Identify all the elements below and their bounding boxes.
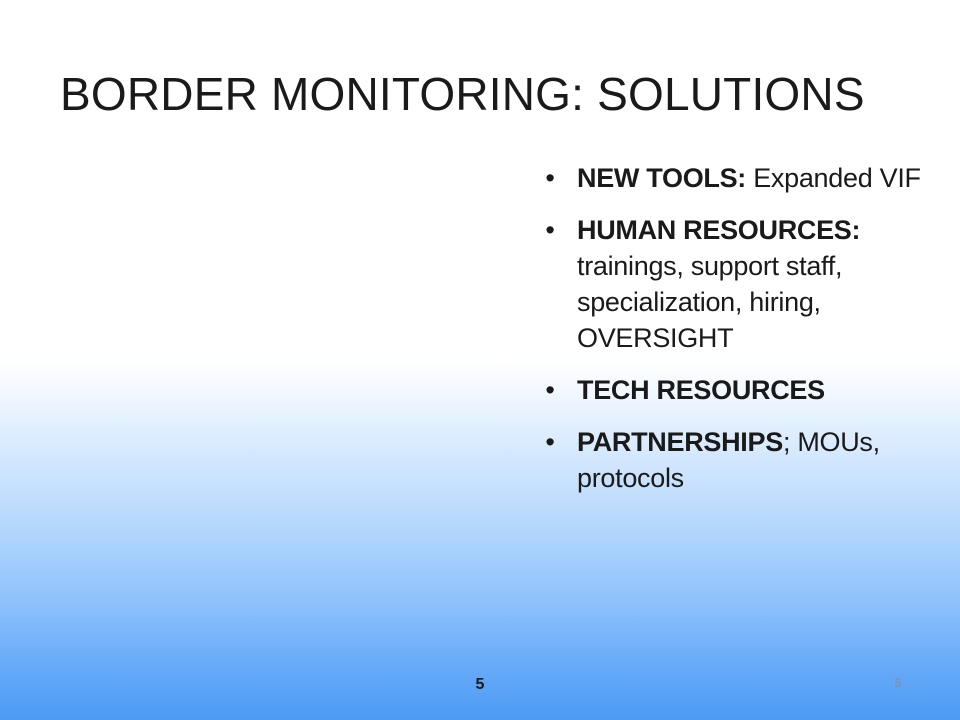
bullet-dot-icon: •	[545, 163, 555, 193]
bullet-item-tech-resources: • TECH RESOURCES	[540, 372, 940, 408]
bullet-dot-icon: •	[545, 215, 555, 245]
bullet-heading: NEW TOOLS:	[577, 163, 746, 193]
bullet-item-new-tools: • NEW TOOLS: Expanded VIF	[540, 160, 940, 196]
bullet-item-human-resources: • HUMAN RESOURCES: trainings, support st…	[540, 212, 940, 356]
bullet-text: ; MOUs, protocols	[577, 427, 880, 493]
bullet-dot-icon: •	[545, 427, 555, 457]
bullet-item-partnerships: • PARTNERSHIPS; MOUs, protocols	[540, 424, 940, 496]
bullet-text: trainings, support staff, specialization…	[577, 251, 843, 353]
bullet-heading: PARTNERSHIPS	[577, 427, 783, 457]
slide-number-corner: 5	[894, 676, 902, 690]
bullet-heading: TECH RESOURCES	[577, 375, 825, 405]
page-number: 5	[475, 676, 485, 693]
slide-title: BORDER MONITORING: SOLUTIONS	[60, 68, 865, 120]
bullet-list: • NEW TOOLS: Expanded VIF • HUMAN RESOUR…	[540, 160, 940, 512]
bullet-dot-icon: •	[545, 375, 555, 405]
bullet-text: Expanded VIF	[746, 163, 921, 193]
bullet-heading: HUMAN RESOURCES:	[577, 215, 861, 245]
